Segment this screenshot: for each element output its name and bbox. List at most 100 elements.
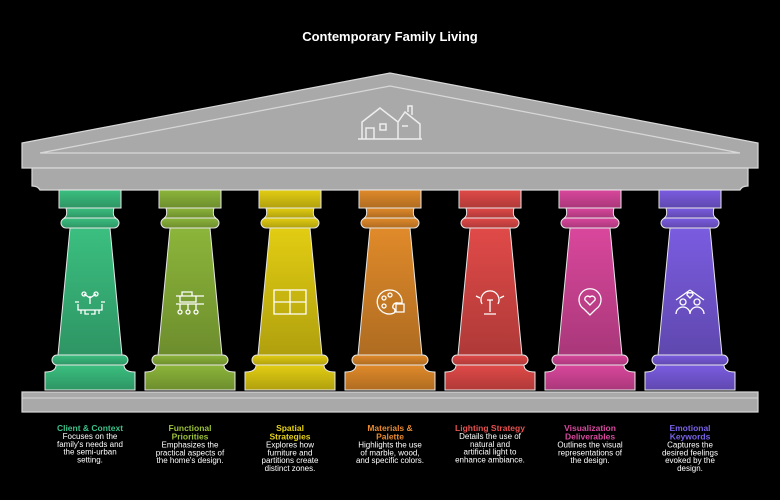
pillar-description: Details the use of	[459, 432, 522, 441]
pillar-ring-top	[60, 217, 120, 229]
pillar-capital	[158, 189, 222, 209]
pillar-description: the semi-urban	[63, 448, 116, 457]
pillar-title: Lighting Strategy	[455, 423, 525, 433]
pillar-1	[44, 189, 136, 391]
pillar-title: Spatial	[276, 423, 304, 433]
pillar-ring-top	[260, 217, 320, 229]
pillar-ring-bottom	[151, 354, 229, 366]
pillar-2	[144, 189, 236, 391]
pillar-neck	[163, 207, 217, 219]
pillar-plinth	[344, 364, 436, 391]
pillar-plinth	[44, 364, 136, 391]
pillar-capital	[58, 189, 122, 209]
roof	[21, 72, 759, 191]
pillar-ring-bottom	[551, 354, 629, 366]
temple-base	[21, 391, 759, 413]
pillar-description: setting.	[77, 455, 103, 464]
kitchen-layout-icon	[176, 291, 204, 315]
pillar-title: Client & Context	[57, 423, 123, 433]
palette-icon	[376, 289, 405, 315]
heart-badge-icon	[578, 288, 602, 316]
pillar-capital	[658, 189, 722, 209]
pillar-title: Materials &	[367, 423, 412, 433]
pillar-description: the home's design.	[157, 456, 224, 465]
pillar-description: natural and	[470, 440, 510, 449]
pillar-description: Explores how	[266, 441, 314, 450]
pillar-ring-top	[360, 217, 420, 229]
pillar-4	[344, 189, 436, 391]
pillar-plinth	[244, 364, 336, 391]
pillar-description: enhance ambiance.	[455, 455, 525, 464]
pillar-neck	[563, 207, 617, 219]
pillar-shaft	[57, 227, 123, 356]
pillar-description: Outlines the visual	[557, 441, 623, 450]
pillar-title: Visualization	[564, 423, 616, 433]
pillar-plinth	[144, 364, 236, 391]
pillar-capital	[558, 189, 622, 209]
pillar-neck	[663, 207, 717, 219]
pillar-title: Functional	[169, 423, 212, 433]
pillar-description: evoked by the	[665, 456, 715, 465]
pillar-neck	[63, 207, 117, 219]
diagram-title: Contemporary Family Living	[302, 29, 478, 44]
pillar-ring-bottom	[651, 354, 729, 366]
pillar-description: the design.	[570, 456, 609, 465]
pillar-description: Emphasizes the	[162, 441, 219, 450]
pillar-capital	[258, 189, 322, 209]
pillar-description: of marble, wood,	[360, 448, 419, 457]
pillar-description: representations of	[558, 448, 623, 457]
pillar-capital	[358, 189, 422, 209]
pillar-7	[644, 189, 736, 391]
pillar-title: Keywords	[670, 432, 711, 442]
pillar-ring-bottom	[351, 354, 429, 366]
pillar-neck	[463, 207, 517, 219]
pillar-3	[244, 189, 336, 391]
floor-plan-icon	[273, 289, 307, 315]
pillar-description: Highlights the use	[358, 441, 422, 450]
pillar-description: practical aspects of	[156, 448, 225, 457]
pillar-description: distinct zones.	[265, 464, 316, 473]
pillar-title: Priorities	[172, 432, 209, 442]
pillar-description: desired feelings	[662, 448, 718, 457]
pillar-title: Deliverables	[565, 432, 615, 442]
pillar-ring-bottom	[251, 354, 329, 366]
pillar-6	[544, 189, 636, 391]
house-icon	[358, 105, 422, 140]
pillar-description: Captures the	[667, 441, 713, 450]
pillar-description: and specific colors.	[356, 456, 424, 465]
pillar-plinth	[644, 364, 736, 391]
pillar-shaft	[357, 227, 423, 356]
pillar-plinth	[544, 364, 636, 391]
pillar-title: Strategies	[269, 432, 310, 442]
pillar-capital	[458, 189, 522, 209]
pillar-shaft	[657, 227, 723, 356]
pillar-plinth	[444, 364, 536, 391]
pillar-5	[444, 189, 536, 391]
pillar-ring-bottom	[51, 354, 129, 366]
pillar-ring-top	[660, 217, 720, 229]
pillar-description: artificial light to	[464, 448, 517, 457]
pillar-ring-bottom	[451, 354, 529, 366]
pillar-ring-top	[560, 217, 620, 229]
pillar-description: furniture and	[268, 448, 313, 457]
pillar-neck	[263, 207, 317, 219]
lamp-icon	[475, 290, 505, 315]
pillar-shaft	[557, 227, 623, 356]
pillar-ring-top	[160, 217, 220, 229]
pillar-description: Focuses on the	[63, 432, 118, 441]
pillar-title: Emotional	[669, 423, 710, 433]
people-heart-icon	[675, 289, 705, 315]
family-table-icon	[75, 291, 105, 315]
pillar-title: Palette	[376, 432, 404, 442]
pillar-neck	[363, 207, 417, 219]
pillar-description: family's needs and	[57, 440, 123, 449]
pillar-description: design.	[677, 464, 703, 473]
